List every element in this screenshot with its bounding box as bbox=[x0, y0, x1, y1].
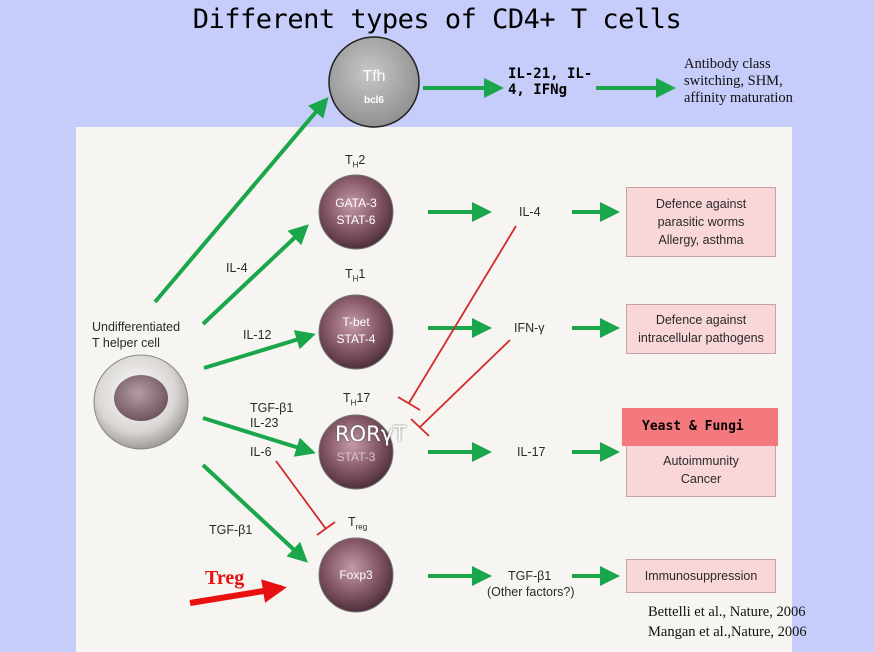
undifferentiated-label-2: T helper cell bbox=[92, 336, 160, 350]
tfh-cell bbox=[328, 36, 420, 128]
treg-tf1: Foxp3 bbox=[339, 568, 373, 582]
th2-outcome-box: Defence against parasitic worms Allergy,… bbox=[626, 187, 776, 257]
th1-outcome-1: Defence against bbox=[655, 313, 747, 327]
treg-title: Treg bbox=[348, 515, 368, 532]
treg-cytokine-1: TGF-β1 bbox=[508, 569, 552, 583]
citation-2: Mangan et al.,Nature, 2006 bbox=[648, 624, 807, 640]
undifferentiated-cell bbox=[93, 354, 189, 450]
th17-rorgt-overlay: RORγT bbox=[335, 422, 406, 446]
inhibition-lines bbox=[275, 225, 517, 536]
th2-cytokine: IL-4 bbox=[519, 205, 541, 219]
input-tgfb1-treg: TGF-β1 bbox=[209, 523, 253, 537]
th2-outcome-3: Allergy, asthma bbox=[658, 233, 744, 247]
treg-cell bbox=[318, 537, 394, 613]
tfh-cytokines: IL-21, IL-4, IFNg bbox=[508, 66, 593, 98]
th17-outcome-1: Autoimmunity bbox=[663, 454, 739, 468]
treg-pointer-label: Treg bbox=[205, 567, 245, 589]
treg-cytokine-2: (Other factors?) bbox=[487, 585, 575, 599]
treg-outcome: Immunosuppression bbox=[644, 569, 758, 583]
treg-outcome-box: Immunosuppression bbox=[626, 559, 776, 593]
input-il4: IL-4 bbox=[226, 261, 248, 275]
th2-title: TH2 bbox=[345, 153, 366, 170]
th2-tf2: STAT-6 bbox=[336, 213, 376, 227]
input-il6: IL-6 bbox=[250, 445, 272, 459]
th17-outcome-2: Cancer bbox=[680, 472, 722, 486]
th17-title: TH17 bbox=[343, 391, 371, 408]
citation-1: Bettelli et al., Nature, 2006 bbox=[648, 604, 806, 620]
output-arrows bbox=[423, 78, 676, 586]
th2-cell bbox=[318, 174, 394, 250]
tfh-outcome: Antibody class switching, SHM, affinity … bbox=[684, 56, 793, 106]
input-il12: IL-12 bbox=[243, 328, 272, 342]
input-tgfb1-th17: TGF-β1 bbox=[250, 401, 294, 415]
th2-tf1: GATA-3 bbox=[335, 196, 377, 210]
tfh-factor: bcl6 bbox=[363, 95, 384, 106]
treg-pointer-arrow bbox=[189, 579, 287, 606]
th1-title: TH1 bbox=[345, 267, 366, 284]
undifferentiated-label-1: Undifferentiated bbox=[92, 320, 181, 334]
th1-tf2: STAT-4 bbox=[336, 332, 376, 346]
th2-outcome-1: Defence against bbox=[655, 197, 747, 211]
th17-cytokine: IL-17 bbox=[517, 445, 546, 459]
th1-tf1: T-bet bbox=[342, 315, 370, 329]
th17-highlight-box: Yeast & Fungi bbox=[622, 408, 778, 446]
th1-cytokine: IFN-γ bbox=[514, 321, 545, 335]
th1-outcome-box: Defence against intracellular pathogens bbox=[626, 304, 776, 354]
th1-cell bbox=[318, 294, 394, 370]
th2-outcome-2: parasitic worms bbox=[657, 215, 745, 229]
th1-outcome-2: intracellular pathogens bbox=[638, 331, 764, 345]
differentiation-arrows bbox=[153, 96, 329, 563]
input-il23: IL-23 bbox=[250, 416, 279, 430]
th17-cell bbox=[318, 414, 394, 490]
th17-tf2: STAT-3 bbox=[336, 450, 376, 464]
tfh-name: Tfh bbox=[362, 68, 386, 85]
slide-title: Different types of CD4+ T cells bbox=[192, 4, 682, 35]
